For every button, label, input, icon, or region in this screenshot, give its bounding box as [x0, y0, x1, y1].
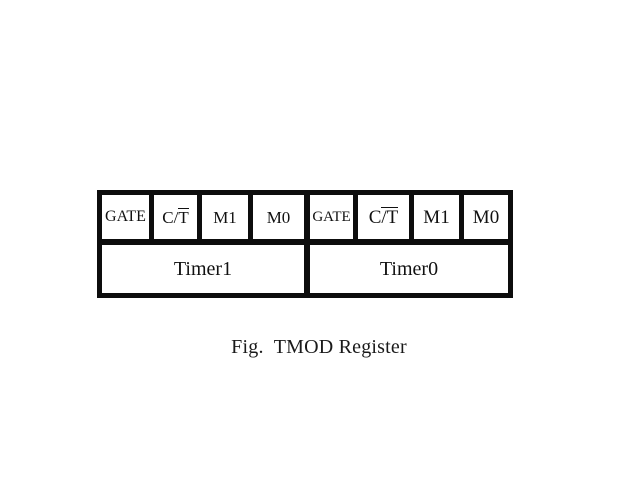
overbar-line-timer1-ct [178, 207, 189, 209]
timer0-bit-group: GATE C/T M1 M0 [304, 195, 508, 239]
timer1-bit-group: GATE C/T M1 M0 [102, 195, 304, 239]
overbar-group-timer1-ct: T [178, 207, 189, 227]
bit-cell-timer0-counter-timer-select: C/T [358, 195, 414, 239]
bit-cell-timer0-m0: M0 [464, 195, 508, 239]
bit-label-timer1-m1: M1 [213, 207, 237, 227]
register-rows: GATE C/T M1 M0 GATE C/T [102, 195, 508, 293]
timer0-group-cell: Timer0 [304, 245, 508, 293]
timer-group-row: Timer1 Timer0 [102, 239, 508, 293]
bit-label-timer1-ct-barred: T [178, 207, 189, 227]
bit-cell-timer0-gate: GATE [310, 195, 358, 239]
bit-label-timer1-ct-base: C/ [162, 207, 179, 227]
overbar-group-timer0-ct: /T [381, 206, 399, 228]
bit-cell-timer0-m1: M1 [414, 195, 464, 239]
bit-cell-timer1-m1: M1 [202, 195, 253, 239]
bit-label-timer0-ct-base: C [368, 206, 382, 228]
bit-cell-timer1-m0: M0 [253, 195, 304, 239]
bit-cell-timer1-gate: GATE [102, 195, 154, 239]
timer0-group-label: Timer0 [379, 258, 439, 280]
timer1-group-label: Timer1 [173, 258, 233, 280]
bit-label-timer1-gate: GATE [105, 208, 146, 225]
figure-caption: Fig. TMOD Register [231, 336, 407, 358]
bit-label-timer0-m0: M0 [472, 206, 500, 228]
tmod-register-diagram: GATE C/T M1 M0 GATE C/T [97, 190, 513, 298]
bit-name-row: GATE C/T M1 M0 GATE C/T [102, 195, 508, 239]
bit-label-timer1-m0: M0 [266, 207, 291, 227]
bit-label-timer0-ct-barred: /T [381, 206, 399, 228]
bit-cell-timer1-counter-timer-select: C/T [154, 195, 202, 239]
overbar-line-timer0-ct [381, 206, 399, 208]
bit-label-timer0-m1: M1 [423, 206, 450, 228]
timer1-group-cell: Timer1 [102, 245, 304, 293]
bit-label-timer0-gate: GATE [312, 208, 351, 225]
